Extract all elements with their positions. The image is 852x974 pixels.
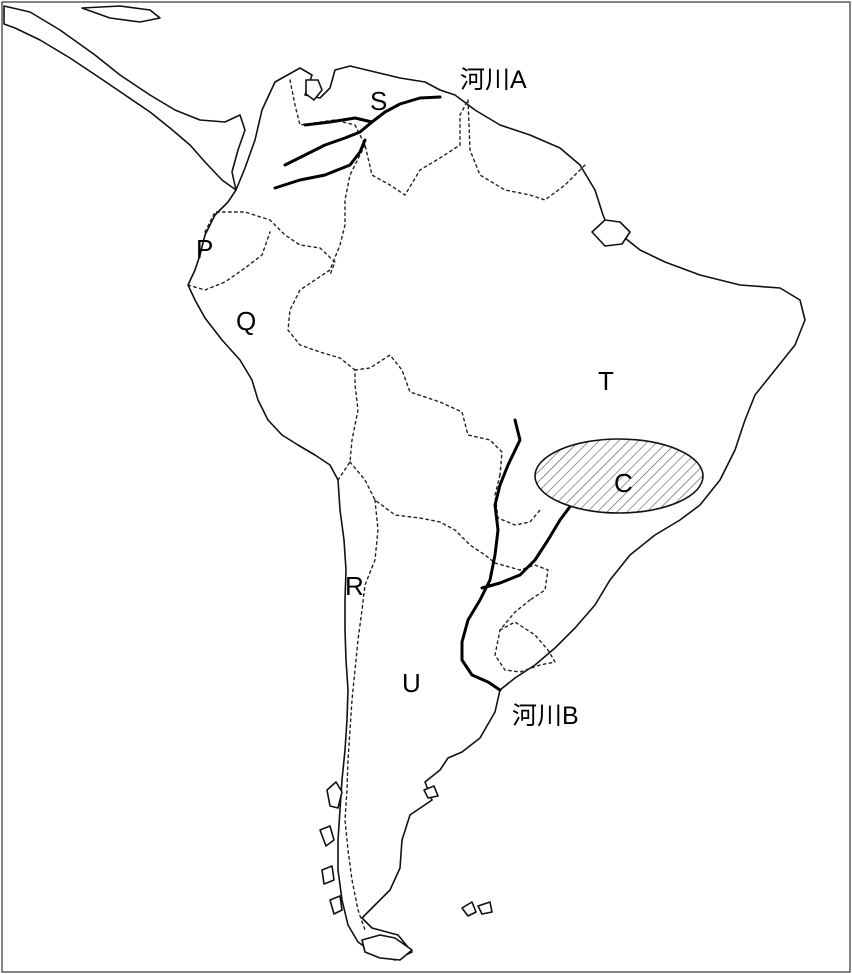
tierra-del-fuego [361, 934, 413, 961]
river-a-lower [303, 116, 374, 127]
border-paraguay [494, 474, 541, 526]
river-a [283, 95, 442, 167]
river-b [460, 418, 522, 692]
label-u: U [402, 668, 421, 698]
fjord-island-2 [321, 865, 335, 885]
border-peru-brazil-bolivia [354, 354, 503, 476]
border-bolivia-south [349, 461, 496, 564]
label-p: P [196, 234, 213, 264]
border-colombia-venezuela [289, 79, 469, 196]
label-s: S [370, 86, 387, 116]
border-paraguay-argentina [494, 562, 549, 601]
zone-c [534, 438, 704, 514]
maracaibo-lake [305, 79, 323, 101]
label-c: C [614, 468, 633, 498]
river-a-tributary [273, 138, 367, 190]
fjord-island-1 [319, 825, 335, 847]
border-colombia-south [287, 144, 366, 371]
border-peru-chile-bolivia [337, 369, 359, 481]
label-r: R [345, 571, 364, 601]
border-guianas [467, 99, 586, 201]
fjord-island-3 [329, 895, 343, 915]
border-chile-argentina [344, 499, 379, 931]
label-q: Q [236, 306, 256, 336]
central-america-coast [3, 5, 246, 191]
chiloe-island [326, 781, 343, 809]
label-river-a: 河川A [460, 66, 527, 94]
marajo-island [591, 219, 631, 247]
falkland-islands [461, 901, 493, 917]
border-ecuador-peru [187, 231, 271, 291]
valdes-peninsula [423, 785, 439, 799]
label-river-b: 河川B [512, 702, 579, 730]
label-t: T [598, 366, 614, 396]
border-ecuador [204, 211, 336, 276]
border-brazil-uruguay [499, 599, 531, 631]
yucatan-coast [81, 5, 161, 23]
